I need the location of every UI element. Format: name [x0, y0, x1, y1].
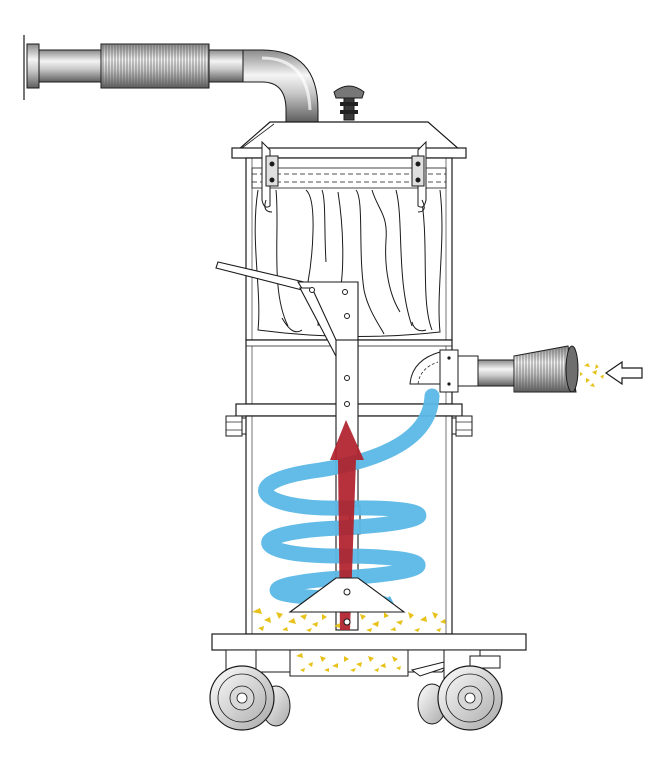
lid-assembly — [231, 85, 467, 159]
pipe-joint — [208, 49, 244, 83]
trolley — [211, 633, 527, 677]
dust-drawer — [289, 649, 409, 677]
inlet-flange — [439, 349, 459, 393]
bag-fold — [321, 189, 327, 263]
bag-fold — [355, 189, 385, 335]
dust-particles-inlet — [580, 363, 604, 387]
caster-wheel-right — [410, 649, 503, 731]
latch-clamp-right — [411, 140, 427, 213]
bag-fold — [411, 321, 427, 332]
inlet-elbow — [409, 351, 441, 385]
bolt-left — [225, 415, 243, 437]
swirl-path — [258, 388, 440, 612]
inlet-sleeve — [477, 359, 515, 387]
wall-flange — [26, 43, 40, 89]
bag-fold — [275, 189, 289, 327]
clean-air-flow — [330, 420, 364, 630]
bag-fold — [371, 189, 401, 313]
exhaust-pipe — [23, 35, 319, 123]
bag-fold — [281, 317, 303, 333]
brake-lever — [410, 661, 445, 677]
handle-knob — [333, 85, 365, 99]
bag-fold — [395, 189, 413, 327]
inlet-hose — [409, 345, 579, 393]
latch-clamp-left — [261, 140, 279, 213]
inlet-direction-arrow-icon — [604, 360, 643, 386]
pipe-sleeve — [38, 49, 102, 83]
upward-arrow-icon — [330, 420, 364, 630]
trolley-platform — [211, 633, 527, 651]
pipe-elbow — [242, 49, 319, 123]
bolt-right — [455, 415, 473, 437]
hose-mouth — [565, 345, 579, 393]
handle-stem — [343, 97, 355, 121]
bag-fold — [419, 189, 433, 331]
caster-wheel-left — [209, 649, 291, 731]
